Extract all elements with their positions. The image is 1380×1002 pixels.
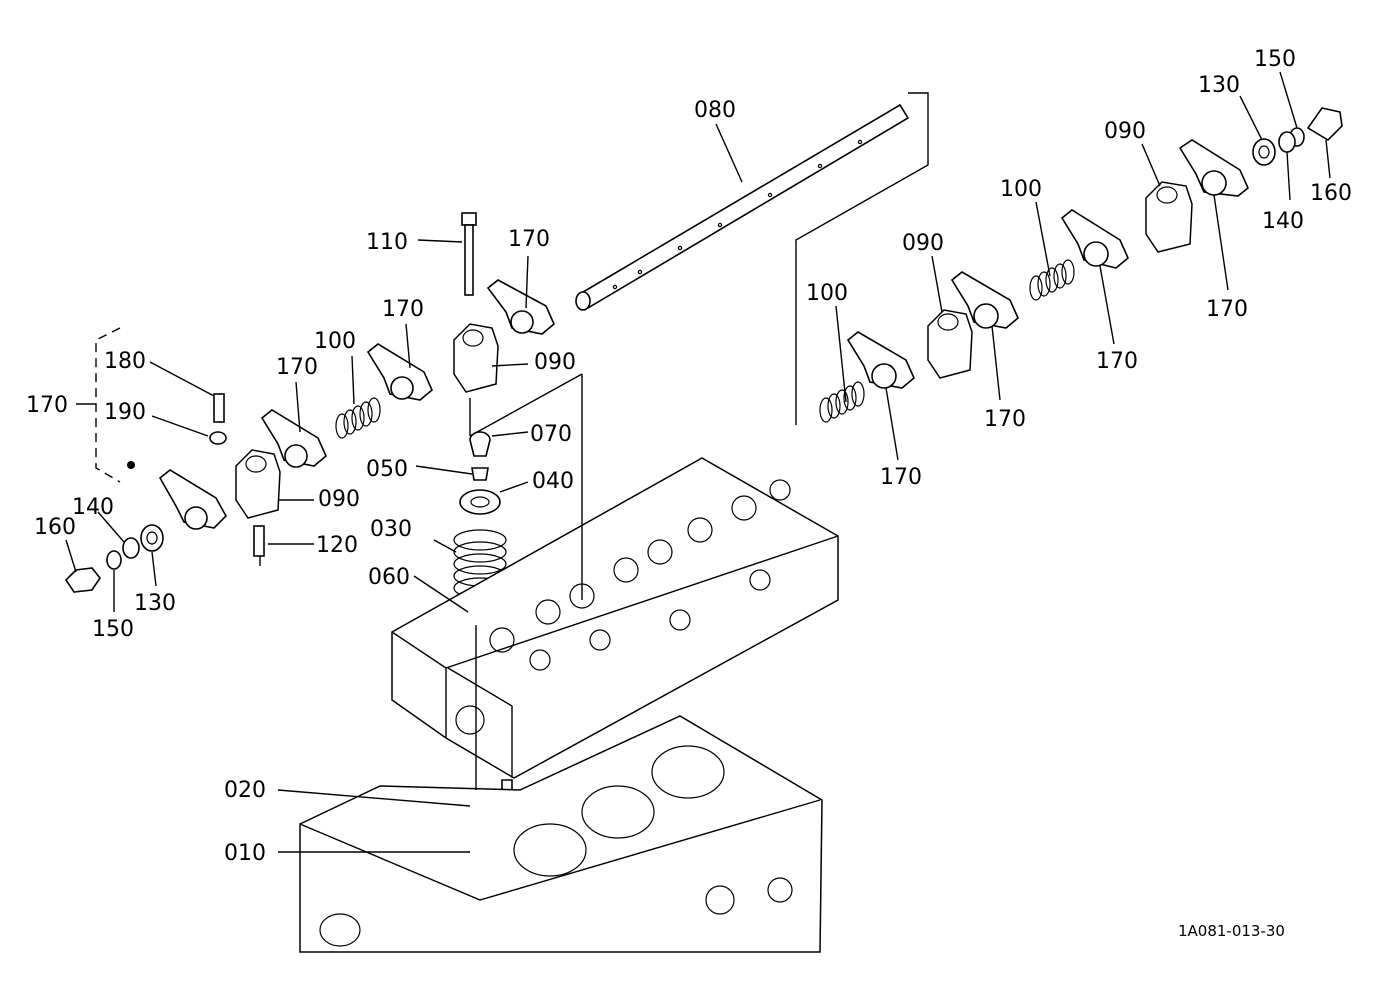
callout-170-center-top: 170 <box>508 227 550 252</box>
callout-050: 050 <box>366 457 408 482</box>
leader-lines <box>65 71 1331 853</box>
callout-170-left: 170 <box>276 355 318 380</box>
callout-060: 060 <box>368 565 410 590</box>
callout-170-right-1: 170 <box>1206 297 1248 322</box>
callout-170-right-2: 170 <box>1096 349 1138 374</box>
callout-090-right-lower: 090 <box>902 231 944 256</box>
callout-150-right: 150 <box>1254 47 1296 72</box>
drawing-code: 1A081-013-30 <box>1178 922 1285 940</box>
callout-170-bracket: 170 <box>26 393 68 418</box>
callout-130-right: 130 <box>1198 73 1240 98</box>
callout-100-right-upper: 100 <box>1000 177 1042 202</box>
callout-090-center: 090 <box>534 350 576 375</box>
cylinder-block <box>299 715 823 953</box>
spring-100-left <box>335 397 381 439</box>
callout-010: 010 <box>224 841 266 866</box>
callout-180: 180 <box>104 349 146 374</box>
callout-150-left: 150 <box>92 617 134 642</box>
callout-100-right-lower: 100 <box>806 281 848 306</box>
callout-140-right: 140 <box>1262 209 1304 234</box>
rocker-shaft-080 <box>575 92 929 425</box>
callout-130-left: 130 <box>134 591 176 616</box>
center-rocker-group <box>260 212 555 468</box>
callout-120: 120 <box>316 533 358 558</box>
callout-100-left: 100 <box>314 329 356 354</box>
right-rocker-group <box>819 107 1343 423</box>
callout-160-left: 160 <box>34 515 76 540</box>
callout-190: 190 <box>104 400 146 425</box>
callout-110: 110 <box>366 230 408 255</box>
callout-170-right-4: 170 <box>880 465 922 490</box>
callout-020: 020 <box>224 778 266 803</box>
callout-040: 040 <box>532 469 574 494</box>
callout-080: 080 <box>694 98 736 123</box>
callout-070: 070 <box>530 422 572 447</box>
left-rocker-group <box>64 327 281 593</box>
callout-030: 030 <box>370 517 412 542</box>
callout-140-left: 140 <box>72 495 114 520</box>
cylinder-head <box>391 457 839 779</box>
spring-100-right-lower <box>819 381 865 423</box>
spring-100-right-upper <box>1029 259 1075 301</box>
callout-labels: 080 150 130 090 160 100 140 090 100 170 … <box>26 47 1352 940</box>
callout-170-center: 170 <box>382 297 424 322</box>
callout-090-right: 090 <box>1104 119 1146 144</box>
callout-090-left: 090 <box>318 487 360 512</box>
callout-170-right-3: 170 <box>984 407 1026 432</box>
callout-160-right: 160 <box>1310 181 1352 206</box>
